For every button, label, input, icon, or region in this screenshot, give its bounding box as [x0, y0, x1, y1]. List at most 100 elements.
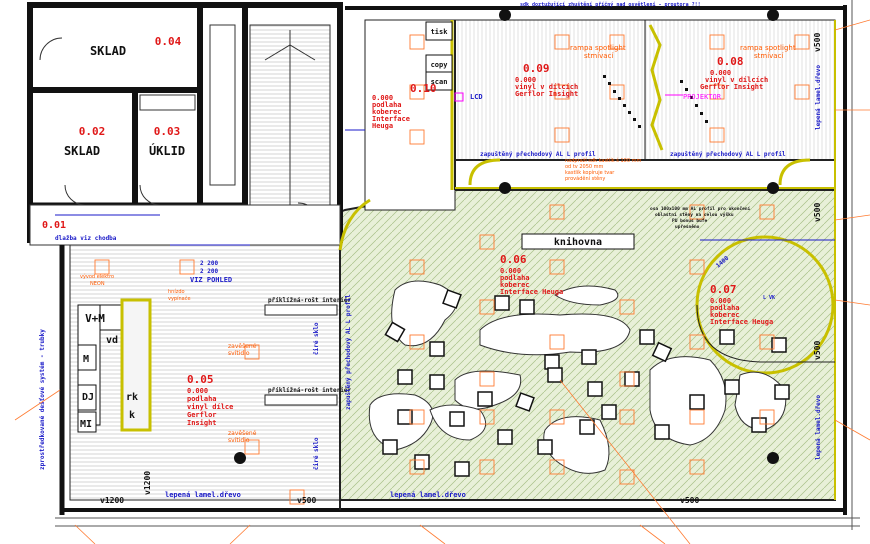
dim-v1200-bottom: v1200 [100, 496, 124, 505]
dj-label: DJ [82, 392, 94, 403]
print-station: tisk copy scan [425, 21, 453, 91]
lepene-label-1: lepená lamel.dřevo [390, 491, 466, 499]
priklizne-2: příklížná-rošt interiér [268, 387, 351, 394]
room-0-08-floor [644, 19, 836, 161]
dim-2200-a: 2 200 [200, 260, 218, 267]
room-006-line2: podlaha [500, 274, 530, 282]
room-010-line2: podlaha [372, 101, 402, 109]
rampa-label-1b: stmívací [584, 52, 614, 60]
room-sklad-1-name: SKLAD [90, 44, 126, 58]
room-009-line1: 0.000 [515, 76, 536, 84]
rampa-label-1: rampa spotlight [570, 44, 626, 52]
room-008-number: 0.08 [717, 55, 744, 68]
right-dims: v500 v500 v500 lepená lamel.dřevo lepená… [813, 33, 822, 460]
columns [234, 9, 779, 464]
room-009-line2: vinyl v dílcích [515, 83, 578, 91]
top-beam-note: sdk doztužující zhuštění příčný nad osvě… [520, 1, 701, 8]
rampa-label-2b: stmívací [754, 52, 784, 60]
osa-note-3: PU bonus bufe [672, 218, 708, 224]
blue-dims [55, 129, 835, 246]
bar-note-3: kastlík kopíruje tvar [565, 169, 615, 176]
room-005-line5: Insight [187, 419, 217, 427]
dim-v500-bottom: v500 [680, 496, 699, 505]
zavesene-2: zavěšené [228, 430, 257, 437]
room-009-line3: Gerflor Insight [515, 90, 578, 98]
rk-label: rk [126, 392, 138, 403]
room-sklad-2-number: 0.02 [79, 125, 106, 138]
dim-v500-lobby: v500 [297, 496, 316, 505]
room-010-line5: Heuga [372, 122, 393, 130]
vyvod-elektro: vývod elektro [80, 273, 114, 280]
osa-note-1: osa 100x100 mm AL profil pro ukončení [650, 205, 751, 212]
room-005-line2: podlaha [187, 395, 217, 403]
osa-note-2: oblastní stěny na celou výšku [655, 211, 734, 218]
scan-label: scan [431, 78, 448, 86]
zavesene-1b: svítidlo [228, 350, 250, 357]
rampa-label-2: rampa spotlight [740, 44, 796, 52]
knihovna-label: knihovna [554, 236, 602, 248]
room-006-line4: Interface Heuga [500, 288, 563, 296]
copy-label: copy [431, 61, 449, 69]
lcd-label: LCD [470, 93, 483, 101]
room-006-line3: koberec [500, 281, 530, 289]
service-block [27, 2, 343, 246]
room-001-note: dlažba viz chodba [55, 235, 117, 242]
room-007-line1: 0.000 [710, 297, 731, 305]
room-001-number: 0.01 [42, 220, 66, 231]
svg-text:v500: v500 [813, 33, 822, 52]
vd-label: vd [106, 335, 118, 346]
bar-note-2: od tv 2050 mm [565, 164, 604, 170]
chairs [382, 289, 790, 477]
profile-label-2: zapuštěný přechodový AL L profil [670, 151, 786, 158]
svg-text:lepená lamel.dřevo: lepená lamel.dřevo [815, 65, 822, 130]
m-label: M [83, 354, 89, 365]
outer-walls [55, 0, 860, 530]
room-0-05-floor [69, 244, 341, 501]
vl-label: V+M [85, 312, 105, 325]
room-010-number: 0.10 [410, 82, 437, 95]
room-sklad-1-number: 0.04 [155, 35, 182, 48]
bar-note-4: provádění stěny [565, 175, 605, 182]
vypinace-label: vypínače [168, 295, 191, 302]
room-006-number: 0.06 [500, 253, 527, 266]
sklo-2: čiré sklo [313, 437, 320, 470]
dim-v1200-vertical: v1200 [143, 471, 152, 495]
viz-pohled: VIZ POHLED [190, 276, 232, 284]
room-005-number: 0.05 [187, 373, 214, 386]
room-007-line4: Interface Heuga [710, 318, 773, 326]
k-label: k [129, 410, 135, 421]
mi-label: MI [80, 419, 92, 430]
osa-note-4: upřesněno [675, 223, 700, 230]
counter-desks [77, 298, 152, 433]
room-010-line4: Interface [372, 115, 410, 123]
projektor-label: PROJEKTOR [683, 93, 722, 101]
room-009-number: 0.09 [523, 62, 550, 75]
room-007-number: 0.07 [710, 283, 737, 296]
knihovna-label-box [521, 233, 635, 250]
svg-text:v500: v500 [813, 341, 822, 360]
room-008-line2: vinyl v dílcích [705, 76, 768, 84]
dim-2200-b: 2 200 [200, 268, 218, 275]
zavesene-1: zavěšené [228, 343, 257, 350]
room-010-line1: 0.000 [372, 94, 393, 102]
tisk-label: tisk [431, 28, 449, 36]
room-uklid-name: ÚKLID [149, 143, 185, 158]
svg-text:lepená lamel.dřevo: lepená lamel.dřevo [815, 395, 822, 460]
reading-tables [368, 280, 787, 474]
room-008-line1: 0.000 [710, 69, 731, 77]
lvk-label: L VK [763, 295, 775, 301]
bar-note-1: nadpraží sdk kastlík š 100 mm [565, 157, 641, 164]
room-sklad-2-name: SKLAD [64, 144, 100, 158]
room-005-line3: vinyl dílce [187, 403, 233, 411]
left-edge-note: zprostředkované dešťové systém - trubky [39, 329, 46, 470]
room-0-10-floor [364, 19, 456, 211]
zavesene-2b: svítidlo [228, 437, 250, 444]
room-006-line1: 0.000 [500, 267, 521, 275]
neon-label: NEON [90, 281, 105, 287]
room-005-line4: Gerflor [187, 411, 217, 419]
lepene-label-2: lepená lamel.dřevo [165, 491, 241, 499]
room-005-line1: 0.000 [187, 387, 208, 395]
room-008-line3: Gerflor Insight [700, 83, 763, 91]
priklizne-1: příklížná-rošt interiér [268, 297, 351, 304]
leader-lines [14, 19, 870, 544]
